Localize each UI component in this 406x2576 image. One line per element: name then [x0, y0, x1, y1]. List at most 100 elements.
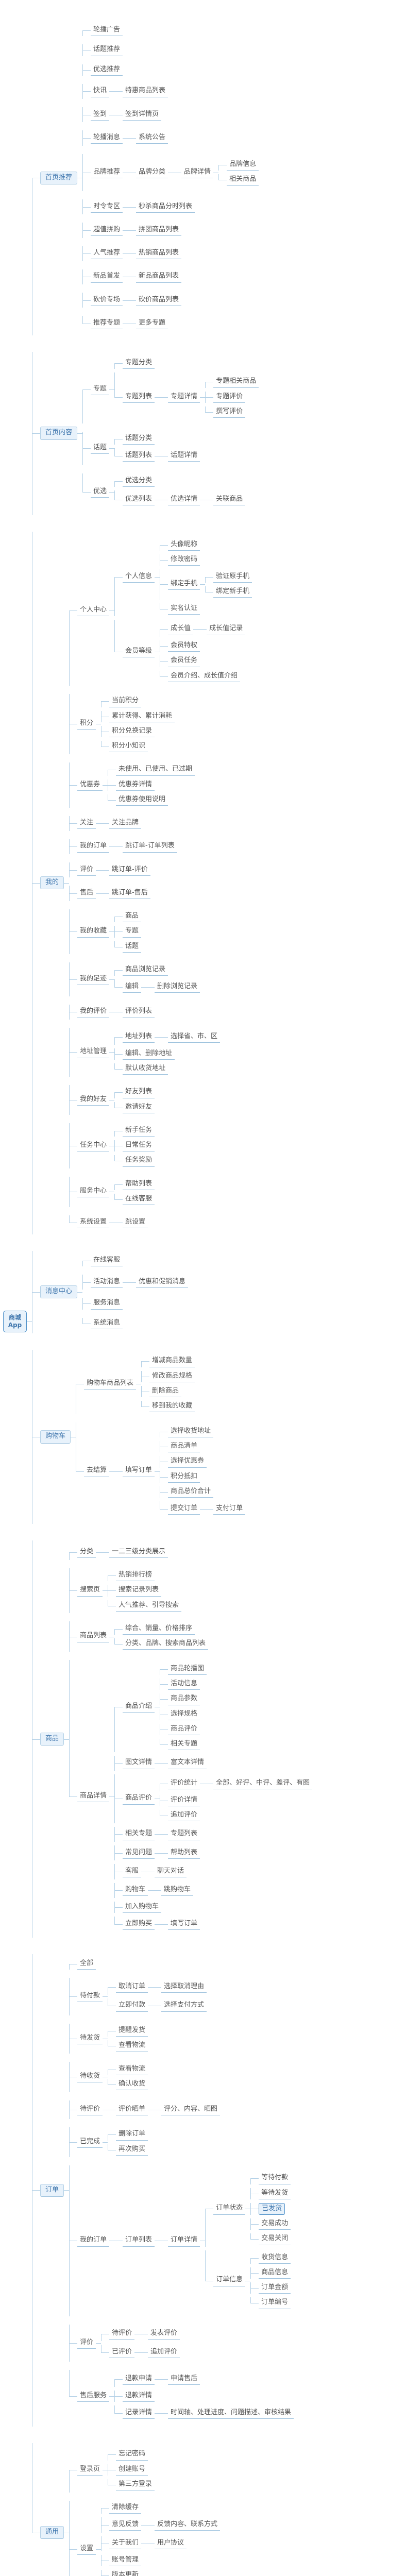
mindmap-node-label[interactable]: 商品清单	[168, 1441, 200, 1452]
mindmap-node-label[interactable]: 退款申请	[123, 2374, 155, 2385]
mindmap-node-label[interactable]: 个人信息	[123, 571, 155, 583]
mindmap-node-label[interactable]: 首页推荐	[40, 172, 77, 184]
mindmap-node-label[interactable]: 综合、销量、价格排序	[123, 1623, 195, 1635]
mindmap-node-label[interactable]: 个人中心	[77, 605, 109, 616]
mindmap-node-label[interactable]: 创建账号	[116, 2464, 148, 2476]
mindmap-node-label[interactable]: 轮播广告	[91, 25, 123, 36]
mindmap-node-label[interactable]: 我的好友	[77, 1094, 109, 1106]
mindmap-node-label[interactable]: 品牌信息	[227, 159, 259, 171]
mindmap-node-label[interactable]: 忘记密码	[116, 2449, 148, 2460]
mindmap-node-label[interactable]: 查看物流	[116, 2064, 148, 2075]
mindmap-node-label[interactable]: 我的足迹	[77, 974, 109, 985]
mindmap-node-label[interactable]: 品牌推荐	[91, 167, 123, 178]
mindmap-node-label[interactable]: 常见问题	[123, 1848, 155, 1859]
mindmap-node-label[interactable]: 待付款	[77, 1991, 103, 2002]
mindmap-node-label[interactable]: 专题列表	[123, 392, 155, 403]
mindmap-node-label[interactable]: 活动消息	[91, 1277, 123, 1288]
mindmap-node-label[interactable]: 头像昵称	[168, 539, 200, 551]
mindmap-node-label[interactable]: 新手任务	[123, 1125, 155, 1137]
mindmap-node-label[interactable]: 默认收货地址	[123, 1063, 168, 1075]
mindmap-node-label[interactable]: 时间轴、处理进度、问题描述、审核结果	[168, 2408, 294, 2419]
mindmap-node-label[interactable]: 富文本详情	[168, 1757, 207, 1769]
mindmap-node-label[interactable]: 专题列表	[168, 1828, 200, 1840]
mindmap-node-label[interactable]: 在线客服	[91, 1255, 123, 1266]
mindmap-node-label[interactable]: 订单金额	[259, 2282, 291, 2294]
mindmap-node-label[interactable]: 专题分类	[123, 358, 155, 369]
mindmap-node-label[interactable]: 消息中心	[40, 1285, 77, 1298]
mindmap-node-label[interactable]: 一二三级分类展示	[109, 1547, 168, 1558]
mindmap-node-label[interactable]: 申请售后	[168, 2374, 200, 2385]
mindmap-node-label[interactable]: 搜索页	[77, 1585, 103, 1596]
mindmap-node-label[interactable]: 时令专区	[91, 201, 123, 213]
mindmap-node-label[interactable]: 话题详情	[168, 450, 200, 462]
mindmap-node-label[interactable]: 优惠券详情	[116, 779, 155, 791]
mindmap-node-label[interactable]: 人气推荐、引导搜索	[116, 1600, 181, 1612]
mindmap-node-label[interactable]: 已完成	[77, 2137, 103, 2148]
mindmap-node-label[interactable]: 专题详情	[168, 392, 200, 403]
mindmap-node-label[interactable]: 评价	[77, 2337, 96, 2349]
mindmap-node-label[interactable]: 相关商品	[227, 174, 259, 185]
mindmap-node-label[interactable]: 订单信息	[213, 2275, 245, 2286]
mindmap-node-label[interactable]: 收货信息	[259, 2252, 291, 2264]
mindmap-node-label[interactable]: 购物车	[40, 1430, 71, 1443]
mindmap-node-label[interactable]: 全部	[77, 1958, 96, 1970]
mindmap-node-label[interactable]: 绑定手机	[168, 579, 200, 590]
mindmap-node-label[interactable]: 专题相关商品	[213, 376, 259, 387]
mindmap-node-label[interactable]: 商品评价	[168, 1724, 200, 1735]
mindmap-node-label[interactable]: 商品信息	[259, 2267, 291, 2279]
mindmap-node-label[interactable]: 话题分类	[123, 433, 155, 445]
mindmap-node-label[interactable]: 加入购物车	[123, 1902, 161, 1913]
mindmap-node-label[interactable]: 通用	[40, 2526, 64, 2539]
mindmap-node-label[interactable]: 人气推荐	[91, 248, 123, 259]
mindmap-node-label[interactable]: 编辑	[123, 981, 141, 993]
mindmap-node-label[interactable]: 拼团商品列表	[136, 225, 181, 236]
mindmap-node-label[interactable]: 退款详情	[123, 2391, 155, 2402]
mindmap-node-label[interactable]: 跳订单-订单列表	[123, 841, 177, 852]
mindmap-node-label[interactable]: 分类、品牌、搜索商品列表	[123, 1638, 208, 1650]
mindmap-node-label[interactable]: 聊天对话	[155, 1866, 187, 1877]
mindmap-node-label[interactable]: 商品总价合计	[168, 1486, 213, 1498]
mindmap-node-label[interactable]: 选择规格	[168, 1709, 200, 1720]
mindmap-node-label[interactable]: 等待付款	[259, 2173, 291, 2184]
mindmap-node-label[interactable]: 我的订单	[77, 2235, 109, 2246]
mindmap-node-label[interactable]: 订单详情	[168, 2235, 200, 2246]
mindmap-node-label[interactable]: 我的收藏	[77, 926, 109, 937]
mindmap-node-label[interactable]: 品牌分类	[136, 167, 168, 178]
mindmap-node-label[interactable]: 服务消息	[91, 1298, 123, 1309]
mindmap-node-label[interactable]: 等待发货	[259, 2188, 291, 2199]
mindmap-node-label[interactable]: 成长值记录	[207, 623, 245, 635]
mindmap-node-label[interactable]: 支付订单	[213, 1503, 245, 1515]
mindmap-node-label[interactable]: 秒杀商品分时列表	[136, 201, 195, 213]
mindmap-node-label[interactable]: 客服	[123, 1866, 141, 1877]
mindmap-node-label[interactable]: 交易关闭	[259, 2233, 291, 2245]
mindmap-node-label[interactable]: 账号管理	[109, 2555, 141, 2566]
mindmap-node-label[interactable]: 我的订单	[77, 841, 109, 852]
mindmap-node-label[interactable]: 绑定新手机	[213, 586, 252, 598]
mindmap-node-label[interactable]: 立即付款	[116, 2000, 148, 2011]
mindmap-node-label[interactable]: 追加评价	[168, 1810, 200, 1821]
mindmap-node-label[interactable]: 发表评价	[148, 2328, 180, 2340]
mindmap-node-label[interactable]: 确认收货	[116, 2079, 148, 2090]
mindmap-node-label[interactable]: 话题推荐	[91, 44, 123, 56]
mindmap-node-label[interactable]: 优惠券使用说明	[116, 794, 168, 806]
mindmap-node-label[interactable]: 商品	[40, 1733, 64, 1745]
mindmap-node-label[interactable]: 日常任务	[123, 1140, 155, 1151]
mindmap-node-label[interactable]: 帮助列表	[168, 1848, 200, 1859]
mindmap-node-label[interactable]: 订单	[40, 2184, 64, 2197]
mindmap-node-label[interactable]: 增减商品数量	[149, 1355, 195, 1367]
mindmap-node-label[interactable]: 会员介绍、成长值介绍	[168, 671, 240, 682]
mindmap-node-label[interactable]: 购物车	[123, 1885, 148, 1896]
mindmap-node-label[interactable]: 查看物流	[116, 2040, 148, 2052]
mindmap-node-label[interactable]: 热销商品列表	[136, 248, 181, 259]
mindmap-node-label[interactable]: 轮播消息	[91, 132, 123, 144]
mindmap-node-label[interactable]: 我的	[40, 876, 64, 889]
mindmap-node-label[interactable]: 相关专题	[168, 1739, 200, 1750]
mindmap-node-label[interactable]: 砍价商品列表	[136, 295, 181, 306]
mindmap-node-label[interactable]: 移到我的收藏	[149, 1401, 195, 1412]
mindmap-node-label[interactable]: 编辑、删除地址	[123, 1048, 175, 1060]
mindmap-node-label[interactable]: 会员等级	[123, 646, 155, 657]
mindmap-node-label[interactable]: 第三方登录	[116, 2479, 155, 2490]
mindmap-node-label[interactable]: 订单列表	[123, 2235, 155, 2246]
mindmap-node-label[interactable]: 系统公告	[136, 132, 168, 144]
mindmap-node-label[interactable]: 修改商品规格	[149, 1371, 195, 1382]
